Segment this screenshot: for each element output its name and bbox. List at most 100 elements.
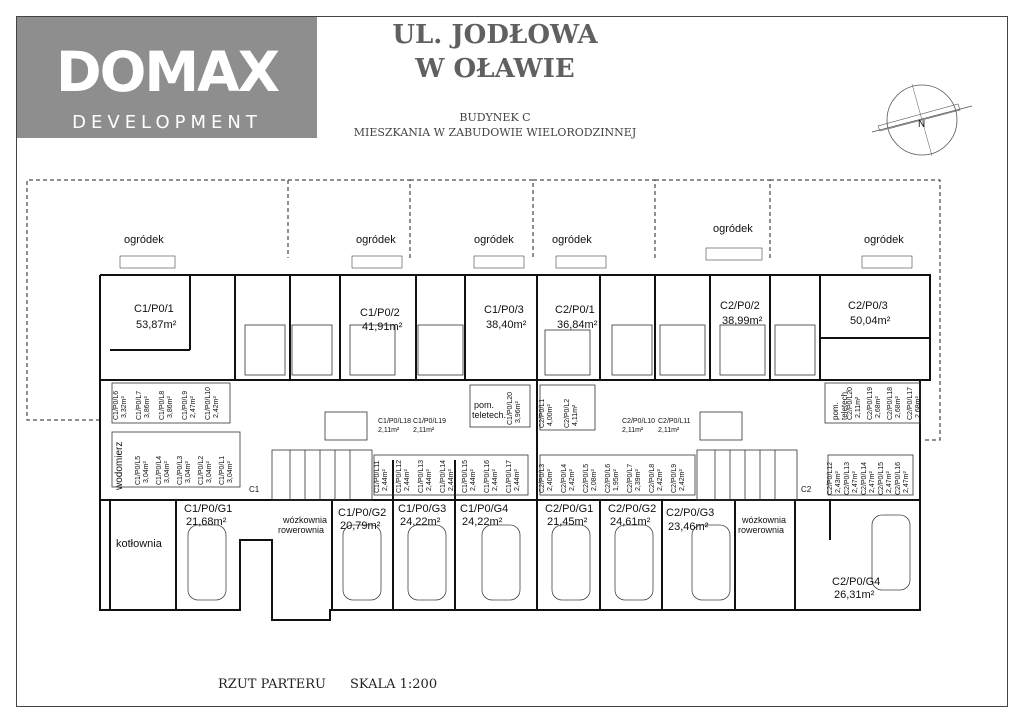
garage-id: C2/P0/G2 [608, 503, 656, 515]
boiler-room-label: kotłownia [116, 538, 163, 550]
bathroom-outlines [244, 324, 816, 376]
storage-labels: C1/P0/L63,32m² C1/P0/L73,86m² C1/P0/L83,86… [113, 387, 922, 495]
apartment-area: 53,87m² [136, 319, 177, 331]
garage-id: C1/P0/G1 [184, 503, 232, 515]
compass-north-label: N [918, 119, 925, 130]
storage-unit-label: C1/P0/L73,86m² [136, 391, 151, 420]
storage-unit-label: C2/P0/L14,00m² [539, 399, 554, 428]
domax-logo: DOMAX DEVELOPMENT [17, 17, 317, 138]
storage-unit-label: C2/P0/L24,11m² [564, 399, 579, 428]
storage-unit-label: C1/P0/L53,04m² [135, 456, 150, 485]
car-icon [187, 514, 911, 601]
storage-unit-label: C2/P0/L162,47m² [895, 462, 910, 495]
garage-id: C2/P0/G3 [666, 507, 714, 519]
storage-unit-label: C1/P0/L203,96m² [507, 392, 522, 425]
garden-outlines [26, 179, 941, 441]
apartment-area: 38,40m² [486, 319, 527, 331]
building-description: MIESZKANIA W ZABUDOWIE WIELORODZINNEJ [353, 126, 637, 139]
storage-unit-label: C2/P0/L182,68m² [887, 387, 902, 420]
apartment-id: C1/P0/2 [360, 307, 400, 319]
garage-id: C1/P0/G2 [338, 507, 386, 519]
staircase-label: C1 [249, 485, 260, 494]
apartment-id: C1/P0/3 [484, 304, 524, 316]
garden-label: ogródek [713, 223, 753, 235]
storage-unit-label: C2/P0/L82,42m² [649, 464, 664, 493]
garage-id: C2/P0/G1 [545, 503, 593, 515]
city-title: W OŁAWIE [415, 54, 575, 84]
storage-unit-label: C1/P0/L152,44m² [462, 460, 477, 493]
garage-area: 24,22m² [400, 516, 441, 528]
apartment-id: C1/P0/1 [134, 303, 174, 315]
storage-unit-label: C2/P0/L92,42m² [671, 464, 686, 493]
garden-label: ogródek [356, 234, 396, 246]
storage-unit-label: C2/P0/L142,47m² [861, 462, 876, 495]
storage-unit-label: C1/P0/L92,47m² [182, 391, 197, 420]
storage-unit-label: C2/P0/L52,08m² [583, 464, 598, 493]
logo-subtitle: DEVELOPMENT [72, 112, 262, 133]
storage-unit-label: C2/P0/L122,43m² [827, 462, 842, 495]
storage-unit-label: C2/P0/L132,47m² [844, 462, 859, 495]
storage-unit-label: C2/P0/L42,42m² [561, 464, 576, 493]
storage-unit-label: C1/P0/L102,42m² [205, 387, 220, 420]
storage-unit-label: C1/P0/L162,44m² [484, 460, 499, 493]
storage-unit-label: C1/P0/L23,04m² [198, 456, 213, 485]
garden-label: ogródek [474, 234, 514, 246]
telecom-room-label: pom.teletech. [831, 390, 849, 420]
plan-scale: SKALA 1:200 [350, 677, 438, 692]
storage-unit-label: C2/P0/L172,68m² [907, 387, 922, 420]
garage-area: 24,61m² [610, 516, 651, 528]
storage-unit-label: C1/P0/L122,44m² [396, 460, 411, 493]
staircases [271, 411, 798, 501]
garage-id: C2/P0/G4 [832, 576, 880, 588]
apartment-area: 50,04m² [850, 315, 891, 327]
compass-icon: N [871, 83, 973, 157]
garage-id: C1/P0/G4 [460, 503, 508, 515]
apartment-area: 36,84m² [557, 319, 598, 331]
water-meter-label: wodomierz [114, 442, 125, 491]
storage-unit-label: C1/P0/L142,44m² [440, 460, 455, 493]
street-title: UL. JODŁOWA [392, 20, 598, 50]
garage-area: 20,79m² [340, 520, 381, 532]
storage-unit-label: C1/P0/L13,04m² [219, 456, 234, 485]
drawing-frame [16, 16, 1008, 707]
storage-unit-label: C1/P0/L63,32m² [113, 391, 128, 420]
garage-area: 24,22m² [462, 516, 503, 528]
storage-unit-label: C1/P0/L132,44m² [418, 460, 433, 493]
garage-area: 23,46m² [668, 521, 709, 533]
apartment-id: C2/P0/3 [848, 300, 888, 312]
garage-area: 26,31m² [834, 589, 875, 601]
storage-unit-label: C1/P0/L172,44m² [506, 460, 521, 493]
storage-unit-label: C1/P0/L83,86m² [159, 391, 174, 420]
storage-unit-label: C1/P0/L43,04m² [156, 456, 171, 485]
apartment-id: C2/P0/2 [720, 300, 760, 312]
storage-unit-label: C2/P0/L61,95m² [605, 464, 620, 493]
staircase-label: C2 [801, 485, 812, 494]
storage-unit-label: C2/P0/L72,39m² [627, 464, 642, 493]
logo-brand: DOMAX [55, 40, 280, 104]
garage-id: C1/P0/G3 [398, 503, 446, 515]
apartment-id: C2/P0/1 [555, 304, 595, 316]
building-walls [99, 274, 931, 621]
garden-label: ogródek [124, 234, 164, 246]
garage-area: 21,68m² [186, 516, 227, 528]
storage-unit-label: C2/P0/L32,40m² [539, 464, 554, 493]
storage-unit-label: C1/P0/L112,44m² [374, 460, 389, 493]
apartment-area: 38,99m² [722, 315, 763, 327]
storage-unit-label: C2/P0/L192,68m² [867, 387, 882, 420]
storage-unit-label: C1/P0/L33,04m² [177, 456, 192, 485]
terrace-hatches [119, 247, 913, 269]
garden-label: ogródek [864, 234, 904, 246]
storage-cells [111, 382, 921, 496]
storage-unit-label: C2/P0/L202,11m² [847, 387, 862, 420]
plan-title: RZUT PARTERU [218, 677, 326, 692]
storage-unit-label: C2/P0/L152,47m² [878, 462, 893, 495]
garage-area: 21,45m² [547, 516, 588, 528]
building-label: BUDYNEK C [459, 111, 531, 124]
